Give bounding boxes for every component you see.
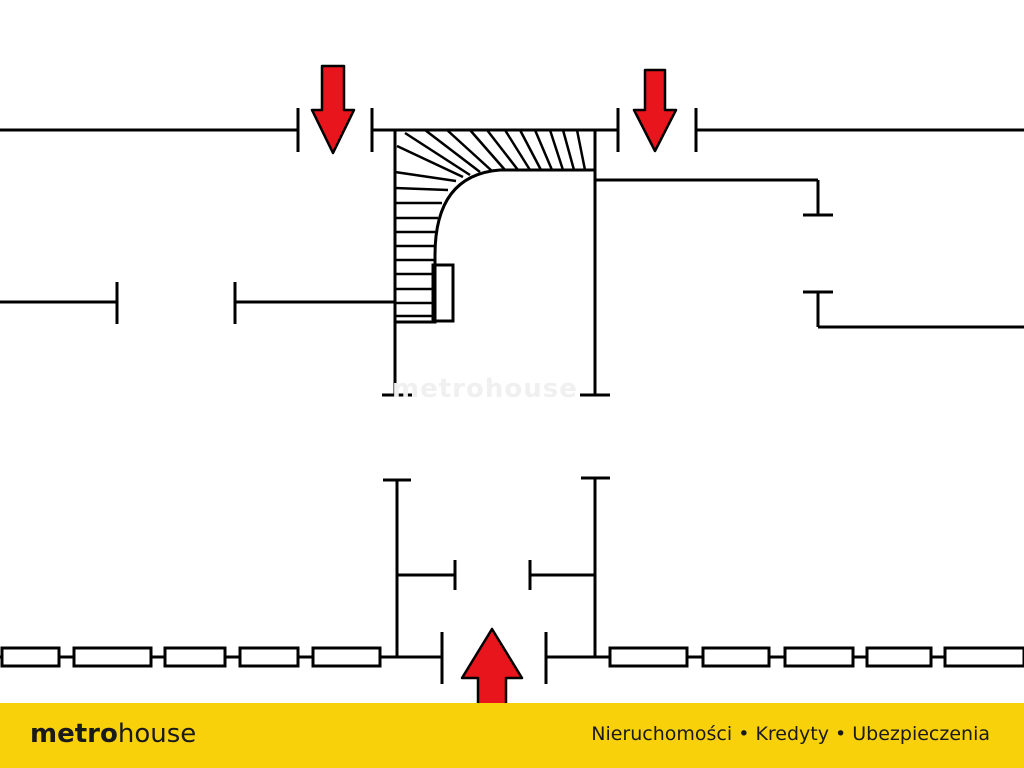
staircase <box>394 129 595 324</box>
windows <box>0 646 1024 668</box>
tagline: Nieruchomości • Kredyty • Ubezpieczenia <box>591 723 990 745</box>
watermark: metrohouse <box>392 374 578 404</box>
logo-part-2: house <box>117 719 197 749</box>
arrow-down-icon <box>632 68 678 153</box>
arrow-down-icon <box>310 64 356 155</box>
arrow-up-icon <box>460 627 524 707</box>
logo-part-1: metro <box>30 719 118 749</box>
